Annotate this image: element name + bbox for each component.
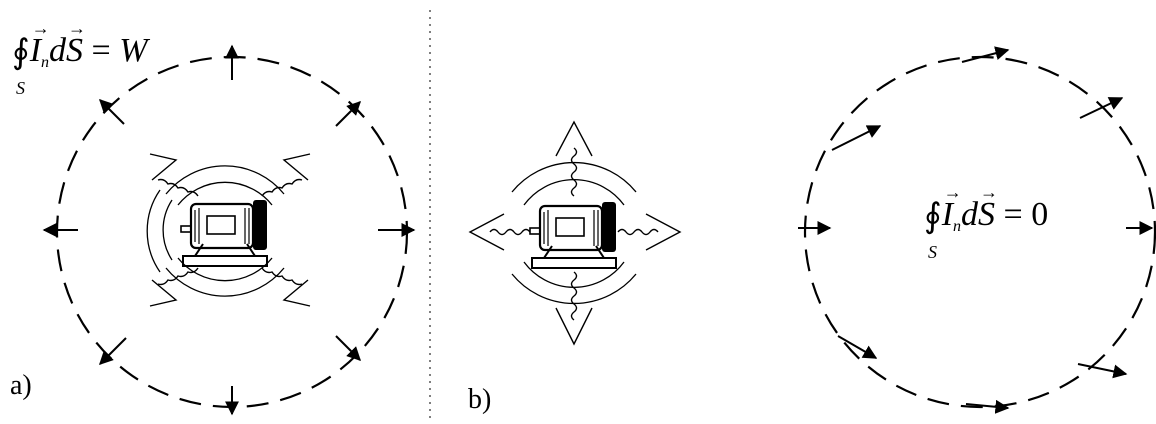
vector-S: S — [66, 18, 86, 70]
equals-sign: = — [83, 32, 120, 69]
equation-rhs: W — [119, 32, 148, 69]
equation-a: ∮IndS = W S — [12, 18, 148, 98]
equation-b: ∮IndS = 0 S — [924, 182, 1049, 262]
radiation-cones — [149, 153, 311, 307]
integral-limit: S — [16, 78, 25, 98]
integral-limit: S — [928, 242, 937, 262]
radiation-cones — [468, 120, 682, 346]
panel-b-label: b) — [468, 384, 492, 415]
wave-icon — [489, 147, 659, 321]
motor-icon — [528, 200, 618, 270]
differential-d: d — [49, 32, 67, 69]
differential-d: d — [961, 196, 979, 233]
integral-symbol: ∮ — [12, 34, 30, 71]
equals-sign: = — [995, 196, 1032, 233]
equation-rhs: 0 — [1031, 196, 1049, 233]
panel-b-diagram — [798, 46, 1156, 414]
outward-arrow-icon — [335, 335, 361, 361]
tangential-arrow-icon — [961, 46, 1010, 63]
panel-a-label: a) — [10, 370, 32, 401]
subscript-n: n — [41, 54, 50, 71]
outward-arrow-icon — [99, 337, 127, 365]
tangential-arrow-icon — [837, 335, 878, 359]
subscript-n: n — [953, 218, 962, 235]
tangential-arrow-icon — [1079, 97, 1124, 119]
panel-b-source — [468, 120, 682, 346]
motor-icon — [179, 198, 269, 268]
vector-S: S — [978, 182, 998, 234]
vector-I: I — [942, 182, 963, 234]
wave-icon — [157, 178, 303, 286]
sound-wave-arcs — [146, 165, 285, 297]
panel-a-diagram — [42, 44, 416, 416]
vector-I: I — [30, 18, 51, 70]
integral-symbol: ∮ — [924, 198, 942, 235]
tangential-arrow-icon — [1077, 363, 1128, 379]
tangential-arrow-icon — [965, 399, 1010, 414]
tangential-flux-arrows — [798, 46, 1154, 414]
tangential-arrow-icon — [831, 125, 882, 151]
outward-flux-arrows — [42, 44, 416, 416]
outward-arrow-icon — [335, 101, 361, 127]
outward-arrow-icon — [99, 99, 125, 125]
